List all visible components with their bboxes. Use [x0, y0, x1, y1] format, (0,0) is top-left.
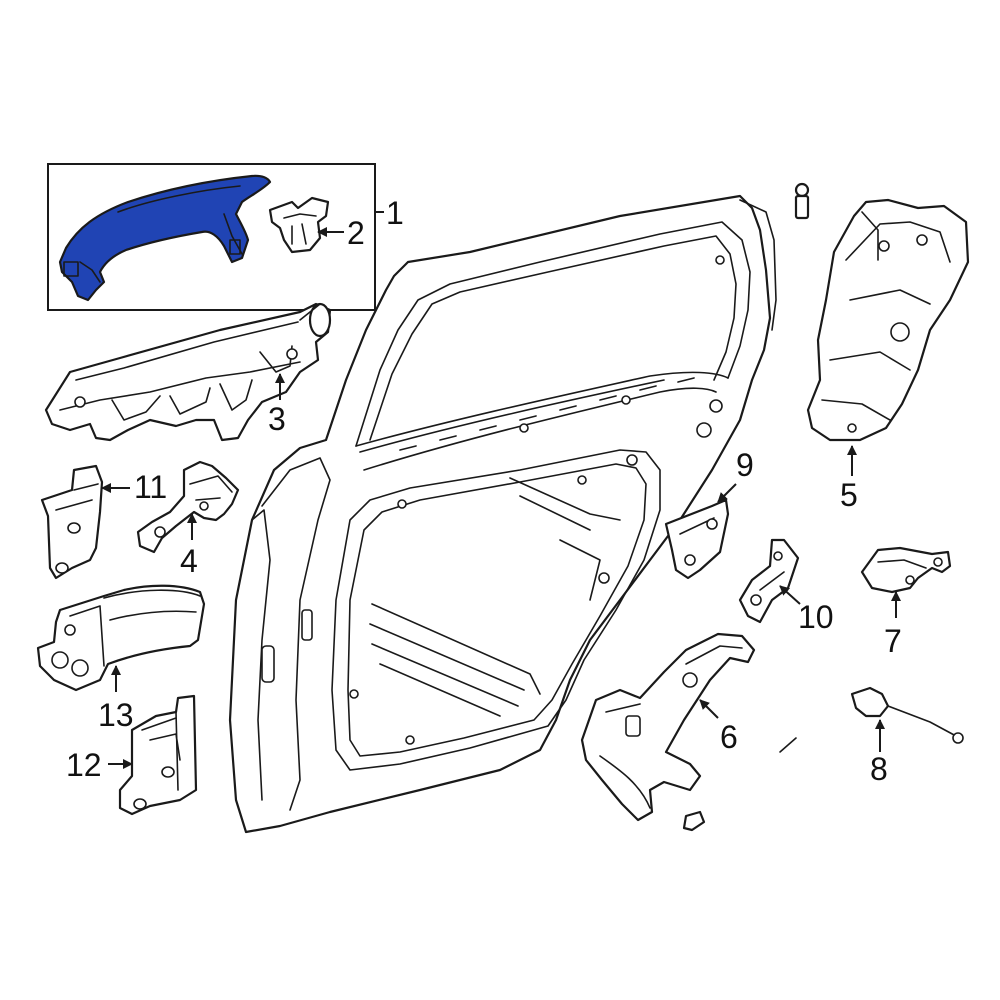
handle-clip-part[interactable] — [268, 196, 330, 254]
callout-5: 5 — [840, 477, 858, 513]
bracket-part-9[interactable] — [664, 498, 730, 580]
callout-12: 12 — [66, 747, 102, 783]
callout-3: 3 — [268, 401, 286, 437]
release-cable-part[interactable] — [682, 686, 964, 832]
callout-8: 8 — [870, 751, 888, 787]
callout-10: 10 — [798, 599, 834, 635]
bracket-part-12[interactable] — [118, 694, 198, 816]
bracket-part-10[interactable] — [738, 538, 800, 624]
callout-9: 9 — [736, 447, 754, 483]
callout-6: 6 — [720, 719, 738, 755]
bracket-part-4[interactable] — [136, 460, 240, 554]
bracket-part-11[interactable] — [40, 464, 104, 580]
callout-11: 11 — [134, 469, 167, 505]
callout-2: 2 — [347, 215, 365, 251]
callout-7: 7 — [884, 623, 902, 659]
callout-1: 1 — [386, 195, 404, 231]
handle-carrier-part[interactable] — [44, 302, 332, 442]
door-shell — [228, 194, 777, 834]
callout-leaders — [101, 211, 901, 769]
outside-handle-part[interactable] — [58, 174, 272, 302]
bracket-part-13[interactable] — [36, 584, 206, 692]
inside-handle-bracket-part[interactable] — [580, 632, 756, 822]
door-latch-part[interactable] — [782, 182, 970, 473]
bracket-part-7[interactable] — [860, 546, 952, 594]
callout-labels: 1 2 3 4 5 6 7 8 9 10 11 12 13 — [66, 195, 902, 787]
outside-handle-body[interactable] — [58, 174, 272, 302]
inset-box — [47, 163, 376, 311]
callout-13: 13 — [98, 697, 134, 733]
callout-4: 4 — [180, 543, 198, 579]
